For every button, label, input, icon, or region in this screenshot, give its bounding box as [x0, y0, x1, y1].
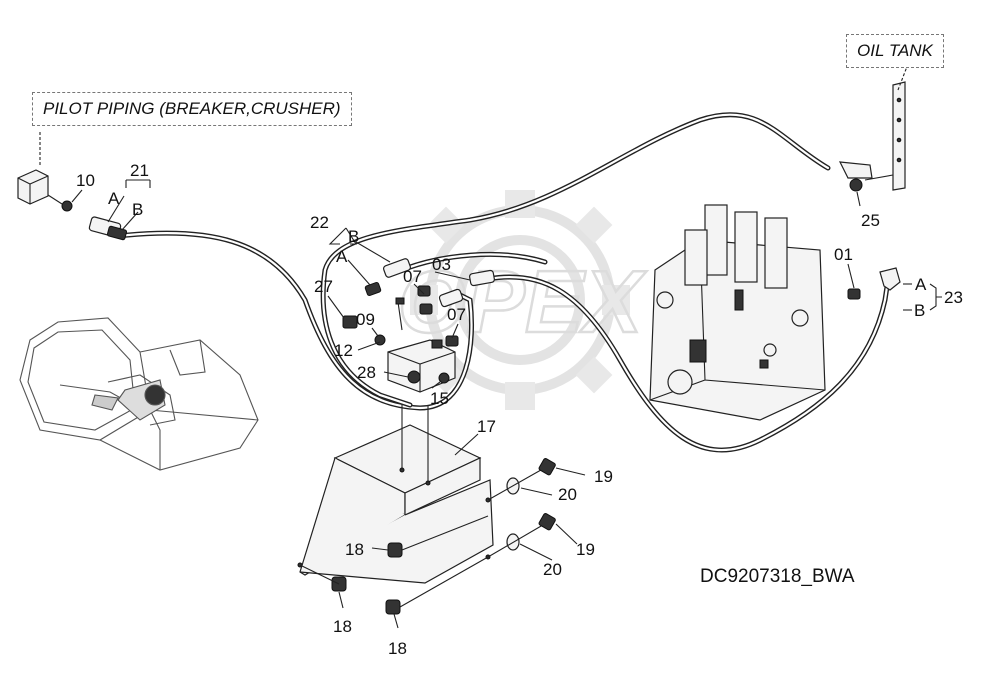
- label-07-upper: 07: [403, 267, 422, 286]
- label-25: 25: [861, 211, 880, 230]
- label-12: 12: [334, 341, 353, 360]
- label-27: 27: [314, 277, 333, 296]
- label-10: 10: [76, 171, 95, 190]
- label-18-right: 18: [388, 639, 407, 658]
- elbow-fitting-23: [879, 267, 901, 291]
- label-17: 17: [477, 417, 496, 436]
- fitting-01: [847, 288, 861, 300]
- label-21: 21: [130, 161, 149, 180]
- hose-left-to-valve: [115, 230, 474, 411]
- hose-end-fitting-21: [88, 216, 128, 241]
- label-22: 22: [310, 213, 329, 232]
- label-20-upper: 20: [558, 485, 577, 504]
- drawing-code: DC9207318_BWA: [700, 566, 855, 587]
- label-21-a: A: [108, 189, 120, 208]
- label-19-upper: 19: [594, 467, 613, 486]
- label-01: 01: [834, 245, 853, 264]
- nut-19b: [538, 513, 556, 531]
- fitting-09-bolt: [395, 297, 405, 331]
- oil-tank-callout: OIL TANK: [846, 34, 944, 68]
- nut-19a: [538, 458, 556, 476]
- pilot-valve-icon: [17, 130, 63, 205]
- label-21-b: B: [132, 200, 143, 219]
- label-28: 28: [357, 363, 376, 382]
- mounting-bracket: [297, 405, 494, 584]
- label-18-left: 18: [333, 617, 352, 636]
- fitting-03: [417, 269, 495, 297]
- hose-tank-to-block: [320, 112, 831, 408]
- fitting-07: [419, 288, 464, 347]
- label-18-middle: 18: [345, 540, 364, 559]
- hose-valve-main: [485, 274, 891, 453]
- label-20-lower: 20: [543, 560, 562, 579]
- bolt-18c: [385, 556, 489, 615]
- label-15: 15: [430, 389, 449, 408]
- label-23: 23: [944, 288, 963, 307]
- label-07-lower: 07: [447, 305, 466, 324]
- fitting-10: [61, 200, 73, 212]
- label-22-a: A: [336, 247, 348, 266]
- washer-20a: [487, 465, 549, 501]
- label-22-b: B: [348, 227, 359, 246]
- label-23-a: A: [915, 275, 927, 294]
- label-03: 03: [432, 255, 451, 274]
- fitting-22: [364, 258, 412, 297]
- bolt-18b: [299, 564, 347, 592]
- label-09: 09: [356, 310, 375, 329]
- oil-tank-bracket: [838, 63, 909, 192]
- washer-20b: [487, 521, 549, 558]
- pilot-piping-callout: PILOT PIPING (BREAKER,CRUSHER): [32, 92, 352, 126]
- excavator-overview-icon: [19, 317, 259, 471]
- part-labels: 10 21 A B 22 B A 27 07 03 07 09 12 28 15…: [76, 161, 963, 658]
- label-19-lower: 19: [576, 540, 595, 559]
- control-valve: [649, 204, 826, 421]
- fitting-27: [342, 315, 358, 329]
- hose-upper-short: [399, 251, 548, 273]
- junction-block: [374, 334, 456, 393]
- leader-lines: [71, 179, 942, 629]
- label-23-b: B: [914, 301, 925, 320]
